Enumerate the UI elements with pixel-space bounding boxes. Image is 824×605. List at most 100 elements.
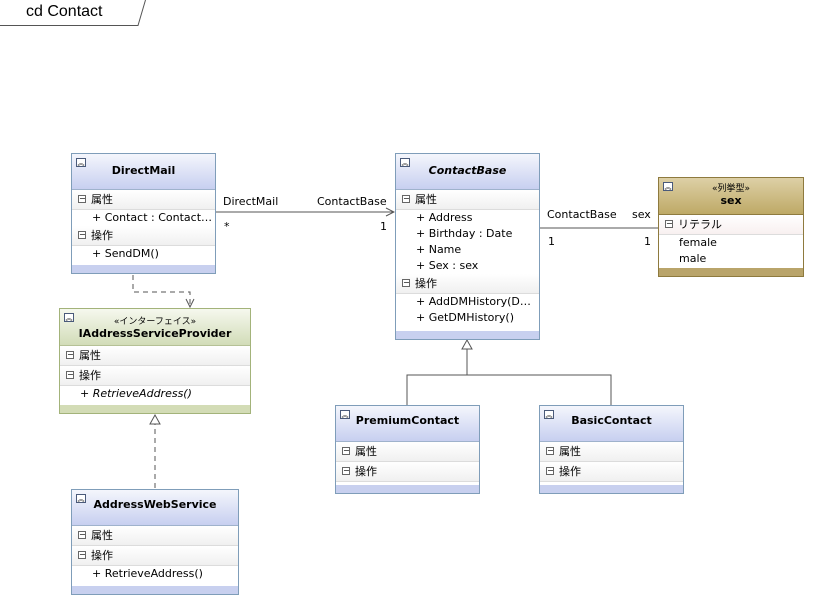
minus-icon[interactable]: − — [66, 350, 74, 359]
literal-item: male — [679, 252, 707, 265]
operation-item: + AddDMHistory(DMHistory) — [416, 295, 539, 308]
attributes-section[interactable]: −属性 — [60, 346, 250, 366]
role-label-sex: sex — [632, 208, 651, 221]
section-label: 操作 — [79, 369, 101, 382]
role-label-contactbase-sex: ContactBase — [547, 208, 617, 221]
class-header: ︽ PremiumContact — [336, 406, 479, 442]
minus-icon[interactable]: − — [66, 370, 74, 379]
minus-icon[interactable]: − — [546, 446, 554, 455]
collapse-icon[interactable]: ︽ — [400, 158, 410, 167]
collapse-icon[interactable]: ︽ — [76, 494, 86, 503]
enum-name: sex — [720, 194, 742, 207]
class-name: AddressWebService — [93, 498, 217, 511]
minus-icon[interactable]: − — [546, 466, 554, 475]
section-label: 属性 — [355, 445, 377, 458]
enum-sex[interactable]: ︽ «列挙型» sex −リテラル female male — [658, 177, 804, 277]
minus-icon[interactable]: − — [78, 550, 86, 559]
operation-item: + SendDM() — [92, 247, 159, 260]
class-name: ContactBase — [428, 164, 507, 177]
section-label: リテラル — [678, 218, 722, 231]
section-label: 操作 — [91, 229, 113, 242]
collapse-icon[interactable]: ︽ — [663, 182, 673, 191]
operations-section[interactable]: −操作 — [60, 366, 250, 386]
literal-item: female — [679, 236, 717, 249]
enum-footer — [659, 268, 803, 276]
class-addresswebservice[interactable]: ︽ AddressWebService −属性 −操作 + RetrieveAd… — [71, 489, 239, 595]
attributes-section[interactable]: −属性 — [72, 526, 238, 546]
attributes-section[interactable]: −属性 — [540, 442, 683, 462]
attributes-section[interactable]: −属性 — [396, 190, 539, 210]
minus-icon[interactable]: − — [78, 194, 86, 203]
attribute-item: + Contact : ContactBase — [92, 211, 215, 224]
literals-section[interactable]: −リテラル — [659, 215, 803, 235]
class-name: PremiumContact — [355, 414, 460, 427]
collapse-icon[interactable]: ︽ — [340, 410, 350, 419]
section-label: 属性 — [559, 445, 581, 458]
interface-header: ︽ «インターフェイス» IAddressServiceProvider — [60, 309, 250, 346]
minus-icon[interactable]: − — [342, 466, 350, 475]
class-footer — [72, 265, 215, 273]
class-footer — [336, 485, 479, 493]
operations-section[interactable]: −操作 — [540, 462, 683, 482]
frame-tab — [0, 0, 146, 26]
class-name: DirectMail — [111, 164, 176, 177]
attributes-section[interactable]: −属性 — [72, 190, 215, 210]
class-premiumcontact[interactable]: ︽ PremiumContact −属性 −操作 — [335, 405, 480, 494]
minus-icon[interactable]: − — [402, 194, 410, 203]
collapse-icon[interactable]: ︽ — [76, 158, 86, 167]
attribute-item: + Address — [416, 211, 473, 224]
class-directmail[interactable]: ︽ DirectMail −属性 + Contact : ContactBase… — [71, 153, 216, 274]
class-footer — [72, 586, 238, 594]
generalization-premium[interactable] — [406, 374, 467, 405]
minus-icon[interactable]: − — [402, 278, 410, 287]
collapse-icon[interactable]: ︽ — [544, 410, 554, 419]
enum-stereotype: «列挙型» — [711, 184, 750, 194]
operation-item: + GetDMHistory() — [416, 311, 514, 324]
operations-section[interactable]: −操作 — [336, 462, 479, 482]
class-header: ︽ ContactBase — [396, 154, 539, 190]
attributes-section[interactable]: −属性 — [336, 442, 479, 462]
interface-stereotype: «インターフェイス» — [113, 317, 197, 327]
minus-icon[interactable]: − — [665, 219, 673, 228]
interface-footer — [60, 405, 250, 413]
attribute-item: + Birthday : Date — [416, 227, 513, 240]
generalization-basic[interactable] — [467, 374, 612, 405]
section-label: 属性 — [91, 529, 113, 542]
section-label: 操作 — [415, 277, 437, 290]
section-label: 操作 — [91, 549, 113, 562]
class-contactbase[interactable]: ︽ ContactBase −属性 + Address + Birthday :… — [395, 153, 540, 340]
class-footer — [396, 331, 539, 339]
class-header: ︽ DirectMail — [72, 154, 215, 190]
operations-section[interactable]: −操作 — [396, 274, 539, 294]
class-basiccontact[interactable]: ︽ BasicContact −属性 −操作 — [539, 405, 684, 494]
section-label: 属性 — [415, 193, 437, 206]
role-label-contactbase: ContactBase — [317, 195, 387, 208]
attribute-item: + Sex : sex — [416, 259, 479, 272]
section-label: 属性 — [79, 349, 101, 362]
collapse-icon[interactable]: ︽ — [64, 313, 74, 322]
multiplicity-directmail: * — [224, 220, 230, 233]
multiplicity-sex: 1 — [644, 235, 651, 248]
operation-item: + RetrieveAddress() — [92, 567, 203, 580]
section-label: 操作 — [355, 465, 377, 478]
frame-title: cd Contact — [26, 3, 103, 20]
enum-header: ︽ «列挙型» sex — [659, 178, 803, 215]
operations-section[interactable]: −操作 — [72, 546, 238, 566]
operations-section[interactable]: −操作 — [72, 226, 215, 246]
interface-iaddressserviceprovider[interactable]: ︽ «インターフェイス» IAddressServiceProvider −属性… — [59, 308, 251, 414]
dependency-directmail-iaddress[interactable] — [132, 275, 190, 307]
minus-icon[interactable]: − — [342, 446, 350, 455]
minus-icon[interactable]: − — [78, 230, 86, 239]
class-header: ︽ BasicContact — [540, 406, 683, 442]
attribute-item: + Name — [416, 243, 462, 256]
role-label-directmail: DirectMail — [223, 195, 279, 208]
operation-item: + RetrieveAddress() — [80, 387, 192, 400]
minus-icon[interactable]: − — [78, 530, 86, 539]
interface-name: IAddressServiceProvider — [78, 327, 232, 340]
class-footer — [540, 485, 683, 493]
section-label: 操作 — [559, 465, 581, 478]
section-label: 属性 — [91, 193, 113, 206]
class-header: ︽ AddressWebService — [72, 490, 238, 526]
class-name: BasicContact — [571, 414, 652, 427]
multiplicity-contactbase: 1 — [380, 220, 387, 233]
